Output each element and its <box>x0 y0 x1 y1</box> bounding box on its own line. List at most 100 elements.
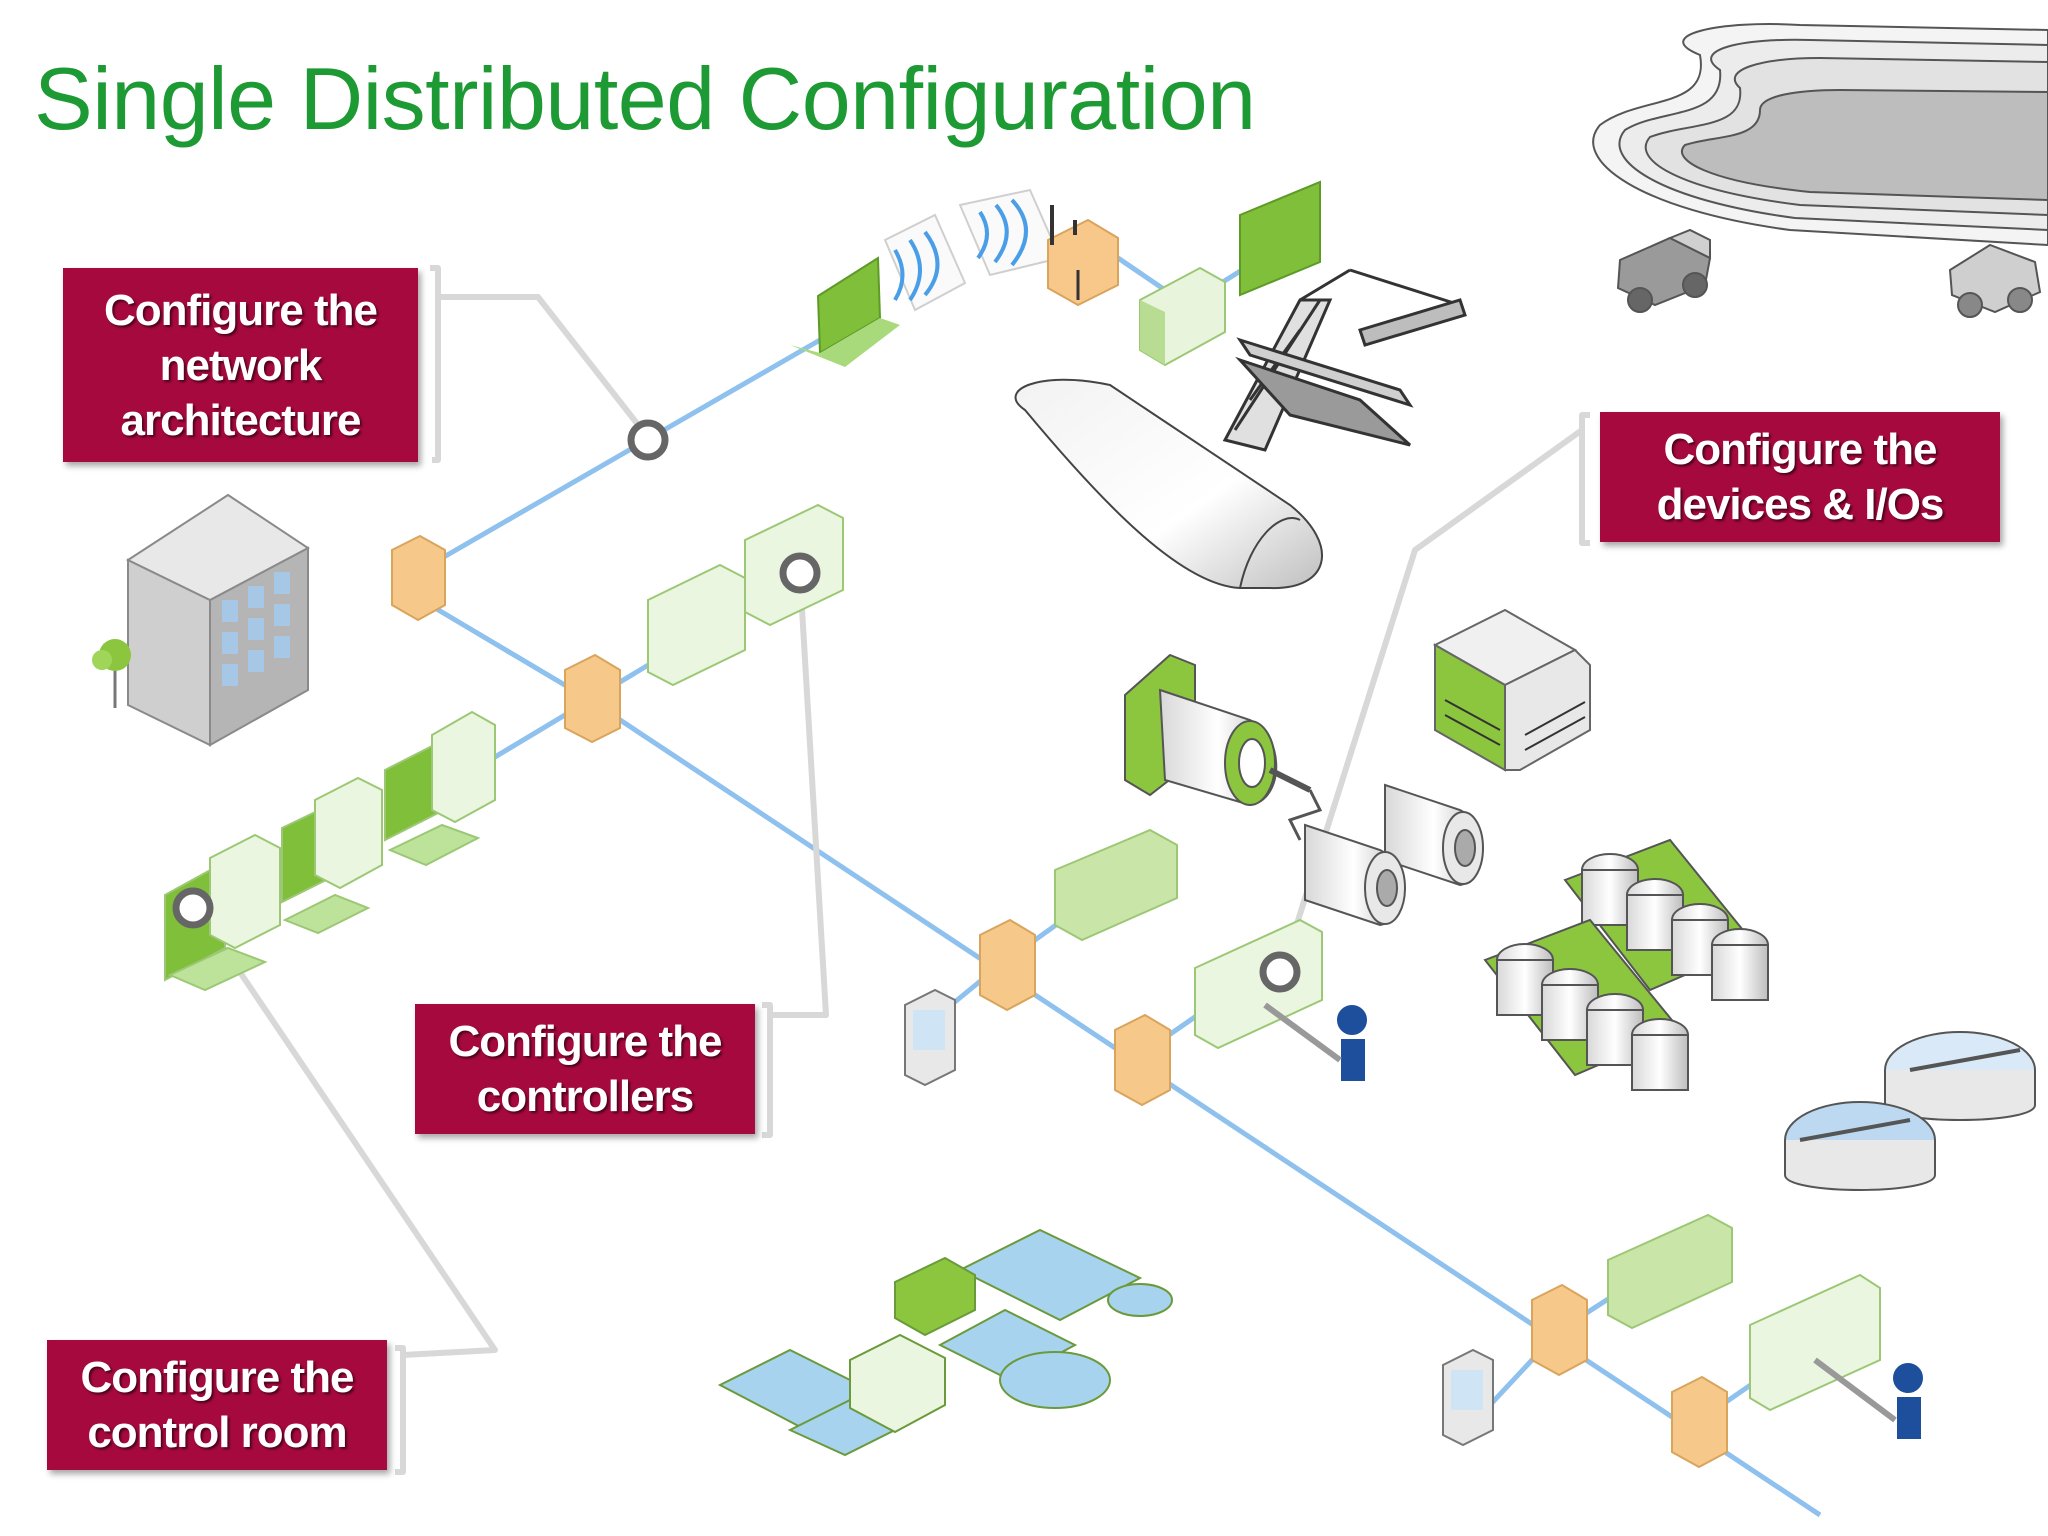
flotation-cells-back <box>1563 838 1769 1001</box>
network-switches <box>391 534 1728 1469</box>
factory-building <box>1432 608 1591 772</box>
truck-wheel <box>1957 292 1983 318</box>
radio-enclosure <box>1047 218 1119 307</box>
factory-windows <box>1444 699 1586 751</box>
thickener-bridge <box>1909 1048 2021 1072</box>
workstation-tower <box>431 710 496 824</box>
workstation-tower <box>314 776 383 890</box>
building-windows <box>222 572 290 686</box>
workstation-desk <box>167 946 268 992</box>
connection-markers <box>172 419 1301 993</box>
dome-end <box>1239 517 1301 589</box>
page-title: Single Distributed Configuration <box>34 49 1256 148</box>
truck-wheel <box>2007 287 2033 313</box>
control-room-workstations <box>164 710 496 992</box>
mining-truck-right <box>1948 243 2042 318</box>
mill-shaft <box>1268 767 1312 793</box>
stacker-arm <box>1358 298 1467 347</box>
leader-controllers <box>770 574 829 1018</box>
workstation-desk <box>282 893 371 935</box>
cell-tanks <box>1496 943 1689 1091</box>
controller-rack <box>1607 1213 1733 1330</box>
wireless-link <box>790 188 1119 367</box>
stacker-base <box>1235 356 1412 447</box>
callout-devices-ios: Configure the devices & I/Os <box>1600 412 2000 542</box>
stacker-rail <box>1236 337 1414 408</box>
workstation-tower <box>209 833 281 950</box>
callout-controllers: Configure the controllers <box>415 1004 755 1134</box>
grinding-mill <box>1124 653 1484 927</box>
callout-network-architecture: Configure the network architecture <box>63 268 418 462</box>
office-building <box>125 493 310 747</box>
field-devices <box>904 988 1923 1447</box>
stockpile-dome <box>1014 378 1324 590</box>
marker-devices <box>1259 951 1301 993</box>
leader-network <box>430 265 441 463</box>
leader-network <box>438 294 653 442</box>
leader-controllers <box>762 1002 773 1138</box>
network-line <box>428 602 592 703</box>
leader-devices <box>1280 427 1584 969</box>
callout-text: devices & I/Os <box>1656 480 1945 529</box>
treatment-building <box>894 1256 976 1337</box>
controller-rack <box>1749 1273 1881 1412</box>
leader-devices <box>1579 412 1590 546</box>
wireless-card <box>958 188 1062 277</box>
thickeners <box>1784 1031 2036 1191</box>
callout-text: network <box>159 340 323 390</box>
transmitter-icon <box>1813 1357 1923 1439</box>
switch <box>391 534 446 622</box>
transmitter-icon <box>1263 1002 1367 1081</box>
workstation-desk <box>387 823 481 867</box>
laptop-base <box>790 318 900 367</box>
stacker-truss <box>1349 268 1461 307</box>
callout-text: control room <box>87 1408 347 1457</box>
mining-truck-left <box>1616 228 1712 313</box>
mine-pit-floor <box>1681 88 2048 202</box>
controller-rack <box>1194 918 1323 1050</box>
switch <box>1531 1283 1588 1377</box>
stacker-truss <box>1248 329 1302 401</box>
callout-leaders <box>195 265 1590 1475</box>
marker-controllers <box>779 552 821 594</box>
stacker-reclaimer <box>1222 268 1467 452</box>
controller-side <box>1140 300 1165 365</box>
cyclone-end-inner <box>1376 869 1398 907</box>
network-line <box>428 337 822 568</box>
stacker-truss <box>1299 268 1351 302</box>
switch <box>1114 1013 1171 1107</box>
switch <box>1671 1375 1728 1469</box>
thickener-wall <box>1784 1140 1936 1191</box>
treatment-building <box>849 1333 946 1434</box>
switch <box>979 918 1036 1012</box>
leader-control-room <box>395 1345 406 1475</box>
marker-control-room <box>172 887 214 929</box>
thickener-bridge <box>1799 1118 1911 1142</box>
cell-tanks <box>1581 853 1769 1001</box>
callout-text: Configure the <box>448 1017 723 1066</box>
building-roof <box>125 493 310 602</box>
flotation-cells-front <box>1483 918 1689 1091</box>
clarifier <box>999 1351 1111 1409</box>
controller-rack <box>647 563 746 687</box>
open-pit-mine <box>1592 23 2048 247</box>
callout-text: Configure the <box>104 285 378 335</box>
wireless-card <box>883 213 967 312</box>
truck-cab <box>1667 228 1711 260</box>
controller-rack <box>1054 828 1178 942</box>
water-treatment <box>717 1228 1173 1457</box>
wireless-signal-icon <box>893 198 1028 302</box>
tree <box>92 639 131 708</box>
marker-network <box>627 419 669 461</box>
basin <box>957 1228 1143 1322</box>
callout-text: Configure the <box>1663 425 1938 474</box>
callout-text: Configure the <box>80 1353 355 1402</box>
cyclone-end-inner <box>1454 829 1476 867</box>
pipe <box>1287 789 1323 841</box>
factory-side <box>1504 648 1591 771</box>
mill-end-inner <box>1238 738 1266 788</box>
callout-text: architecture <box>120 395 362 445</box>
hmi-panel <box>1239 180 1321 297</box>
